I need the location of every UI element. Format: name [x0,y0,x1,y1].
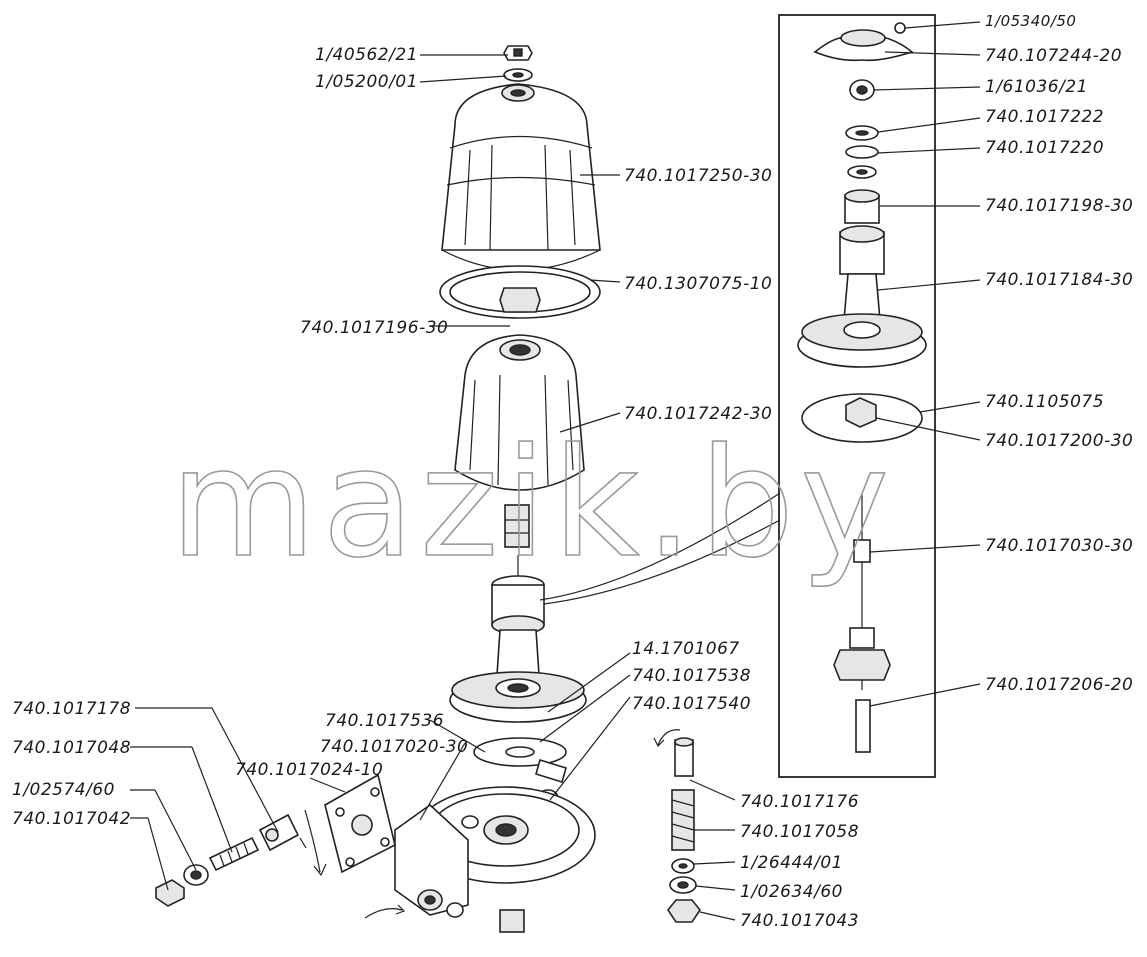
lower-right-parts [653,729,701,923]
label-washer-b2: 1/02634/60 [740,882,843,902]
label-plug-a: 740.1017178 [12,699,131,719]
label-ring: 740.1017536 [325,711,444,731]
label-top-nut: 1/40562/21 [315,45,418,65]
label-plug-c: 740.1017043 [740,911,859,931]
inset-frame [778,14,936,778]
label-valve-spring: 740.1017540 [632,694,751,714]
label-bushing: 740.1017198-30 [985,196,1133,216]
label-seal: 14.1701067 [632,639,740,659]
label-plug-b: 740.1017042 [12,809,131,829]
leader-lines [130,21,981,921]
label-top-washer: 1/05200/01 [315,72,418,92]
label-gasket: 740.1017196-30 [300,318,448,338]
label-nut: 1/61036/21 [985,77,1088,97]
label-cover-plate: 740.1017024-10 [235,760,383,780]
label-shaft: 740.1017030-30 [985,536,1133,556]
label-rod: 740.1017206-20 [985,675,1133,695]
left-plug-part [155,813,307,907]
label-sleeve: 740.1017176 [740,792,859,812]
cover-part [439,83,601,319]
label-washer-a: 1/02574/60 [12,780,115,800]
label-filter-element: 740.1017242-30 [624,404,772,424]
label-spring-b: 740.1017058 [740,822,859,842]
part-labels: 1/40562/21 1/05200/01 740.1017250-30 740… [12,12,1133,931]
label-washer-2: 740.1017220 [985,138,1104,158]
filter-element-part [454,334,585,548]
label-disc-gasket: 740.1105075 [985,392,1104,412]
label-rotor: 740.1017184-30 [985,270,1133,290]
label-body: 740.1017020-30 [320,737,468,757]
label-cover: 740.1017250-30 [624,166,772,186]
label-spring-a: 740.1017048 [12,738,131,758]
label-washer-b1: 1/26444/01 [740,853,843,873]
label-washer-1: 740.1017222 [985,107,1104,127]
body-part [364,786,596,933]
inset-parts [797,22,927,753]
watermark: mazik.by [170,417,895,591]
top-nut-part [503,45,533,82]
label-valve: 740.1017538 [632,666,751,686]
label-nut-2: 740.1017200-30 [985,431,1133,451]
label-pin: 1/05340/50 [985,12,1076,30]
label-cover-gasket: 740.1307075-10 [624,274,772,294]
cover-plate-part [304,773,396,877]
rotor-assembly-part [449,492,781,723]
label-bracket: 740.107244-20 [985,46,1122,66]
